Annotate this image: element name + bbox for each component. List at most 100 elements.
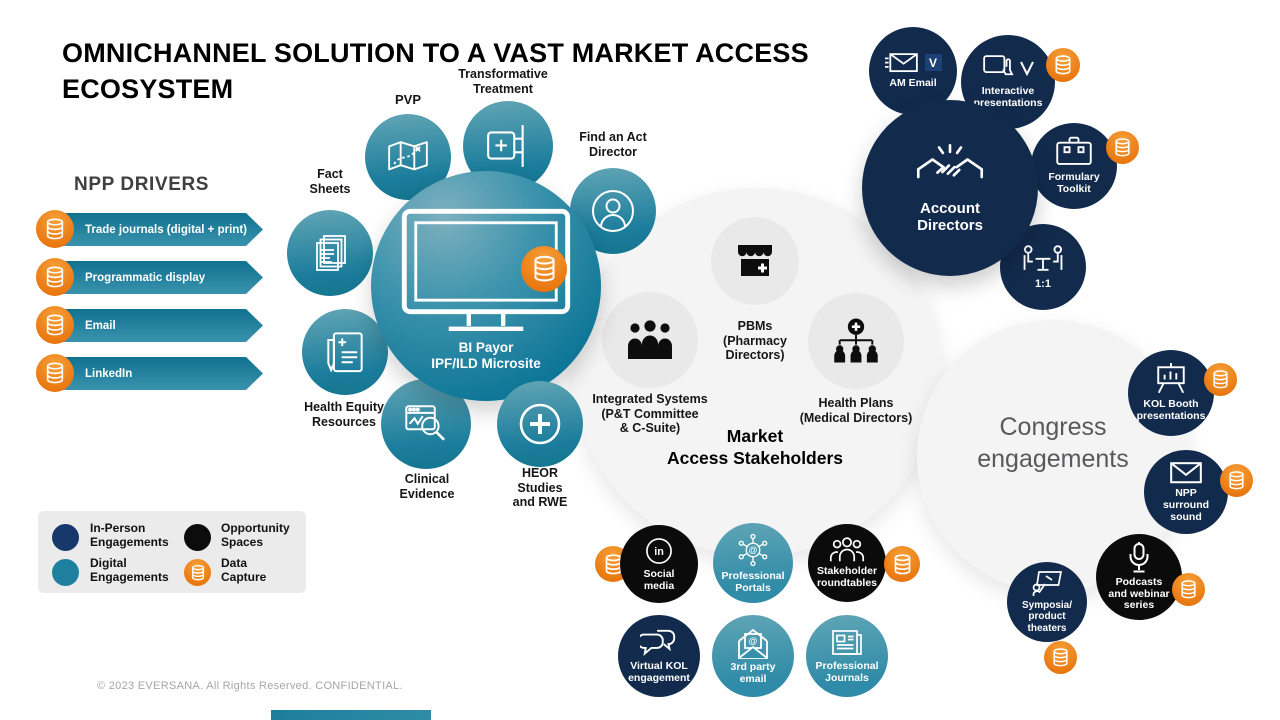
professional-journals-label: Professional Journals (815, 659, 879, 684)
podcasts-label: Podcasts and webinar series (1108, 575, 1170, 612)
formulary-toolkit-circle: Formulary Toolkit (1031, 123, 1117, 209)
legend-opportunity-label: Opportunity Spaces (221, 521, 290, 549)
third-party-email-circle: @ 3rd party email (712, 615, 794, 697)
heor-label: HEOR Studies and RWE (512, 466, 568, 509)
integrated-systems-label: Integrated Systems (P&T Committee & C-Su… (592, 392, 708, 435)
linkedin-icon: in (646, 537, 672, 564)
fact-sheets-circle (287, 210, 373, 296)
account-directors-label: Account Directors (917, 200, 983, 235)
database-icon (1213, 370, 1228, 389)
open-envelope-at-icon: @ (738, 628, 768, 659)
fact-sheets-label: Fact Sheets (309, 167, 351, 196)
legend-in-person-dot (52, 524, 79, 551)
storefront-icon (738, 245, 772, 276)
copyright-text: © 2023 EVERSANA. All Rights Reserved. CO… (97, 680, 403, 692)
market-access-title: Market Access Stakeholders (666, 426, 844, 468)
legend-data-capture-icon (184, 559, 211, 586)
data-capture-icon (36, 354, 74, 392)
database-icon (46, 218, 64, 240)
npp-drivers-heading: NPP DRIVERS (74, 174, 210, 195)
professional-portals-label: Professional Portals (721, 569, 785, 594)
database-icon (1115, 138, 1130, 157)
health-equity-label: Health Equity Resources (304, 400, 384, 429)
legend-digital-dot (52, 559, 79, 586)
veeva-logo-outline (1019, 61, 1034, 76)
virtual-kol-circle: Virtual KOL engagement (618, 615, 700, 697)
clinical-evidence-label: Clinical Evidence (399, 472, 455, 501)
data-capture-icon (1204, 363, 1237, 396)
npp-banner-label: Email (85, 319, 116, 332)
documents-icon (316, 235, 346, 271)
npp-banner-trade-journals: Trade journals (digital + print) (57, 213, 263, 246)
presenter-board-icon (1032, 571, 1063, 596)
legend-digital-label: Digital Engagements (90, 556, 169, 584)
health-plans-circle (808, 293, 904, 389)
microphone-icon (1129, 541, 1149, 573)
npp-banner-label: Programmatic display (85, 271, 206, 284)
meeting-table-icon (1023, 245, 1063, 271)
find-act-director-label: Find an Act Director (579, 130, 647, 159)
health-equity-circle (302, 309, 388, 395)
symposia-circle: Symposia/ product theaters (1007, 562, 1087, 642)
database-icon (1229, 471, 1244, 490)
heor-circle (497, 381, 583, 467)
third-party-email-label: 3rd party email (730, 660, 776, 685)
data-capture-icon (1172, 573, 1205, 606)
data-capture-icon (1044, 641, 1077, 674)
symposia-label: Symposia/ product theaters (1021, 599, 1073, 634)
plus-circle-icon (519, 403, 561, 445)
health-plans-label: Health Plans (Medical Directors) (799, 396, 913, 425)
svg-text:in: in (654, 546, 664, 558)
database-icon (46, 362, 64, 384)
data-capture-icon (1046, 48, 1080, 82)
social-media-label: Social media (643, 567, 675, 592)
legend-data-capture-label: Data Capture (221, 556, 267, 584)
veeva-logo: V (924, 54, 942, 72)
people-group-icon (628, 320, 672, 359)
database-icon (191, 564, 204, 581)
professional-journals-circle: Professional Journals (806, 615, 888, 697)
pharmacy-sign-icon (487, 125, 524, 167)
integrated-systems-circle (602, 292, 698, 388)
social-media-circle: in Social media (620, 525, 698, 603)
account-directors-circle: Account Directors (862, 100, 1038, 276)
npp-surround-circle: NPP surround sound (1144, 450, 1228, 534)
database-icon (1055, 55, 1071, 75)
database-icon (1053, 648, 1068, 667)
database-icon (46, 266, 64, 288)
tablet-hand-icon (982, 54, 1014, 75)
svg-text:@: @ (748, 545, 757, 555)
database-icon (1181, 580, 1196, 599)
data-capture-icon (521, 246, 567, 292)
podcasts-circle: Podcasts and webinar series (1096, 534, 1182, 620)
microsite-hub-label: BI Payor IPF/ILD Microsite (431, 340, 541, 371)
database-icon (894, 553, 910, 575)
stakeholder-roundtables-label: Stakeholder roundtables (816, 565, 878, 589)
svg-text:@: @ (748, 636, 757, 646)
kol-booth-circle: KOL Booth presentations (1128, 350, 1214, 436)
data-capture-icon (36, 306, 74, 344)
interactive-presentations-label: Interactive presentations (973, 85, 1043, 110)
briefcase-icon (1056, 137, 1092, 166)
microsite-hub-circle: BI Payor IPF/ILD Microsite (371, 171, 601, 401)
legend (38, 511, 306, 593)
bottom-accent-bar (271, 710, 431, 720)
data-capture-icon (1106, 131, 1139, 164)
data-capture-icon (1220, 464, 1253, 497)
formulary-toolkit-label: Formulary Toolkit (1048, 170, 1100, 195)
page-title: OMNICHANNEL SOLUTION TO A VAST MARKET AC… (62, 38, 809, 104)
npp-banner-programmatic: Programmatic display (57, 261, 263, 294)
npp-banner-linkedin: LinkedIn (57, 357, 263, 390)
database-icon (533, 256, 555, 282)
am-email-label: AM Email (889, 77, 937, 90)
virtual-kol-label: Virtual KOL engagement (628, 659, 690, 684)
data-capture-icon (36, 210, 74, 248)
presentation-chart-icon (1157, 363, 1185, 394)
kol-booth-label: KOL Booth presentations (1136, 397, 1206, 422)
npp-surround-label: NPP surround sound (1162, 487, 1210, 524)
chart-magnifier-icon (405, 405, 445, 441)
envelope-icon (1170, 462, 1202, 484)
congress-title: Congress engagements (977, 412, 1129, 474)
monitor-icon (401, 208, 571, 332)
